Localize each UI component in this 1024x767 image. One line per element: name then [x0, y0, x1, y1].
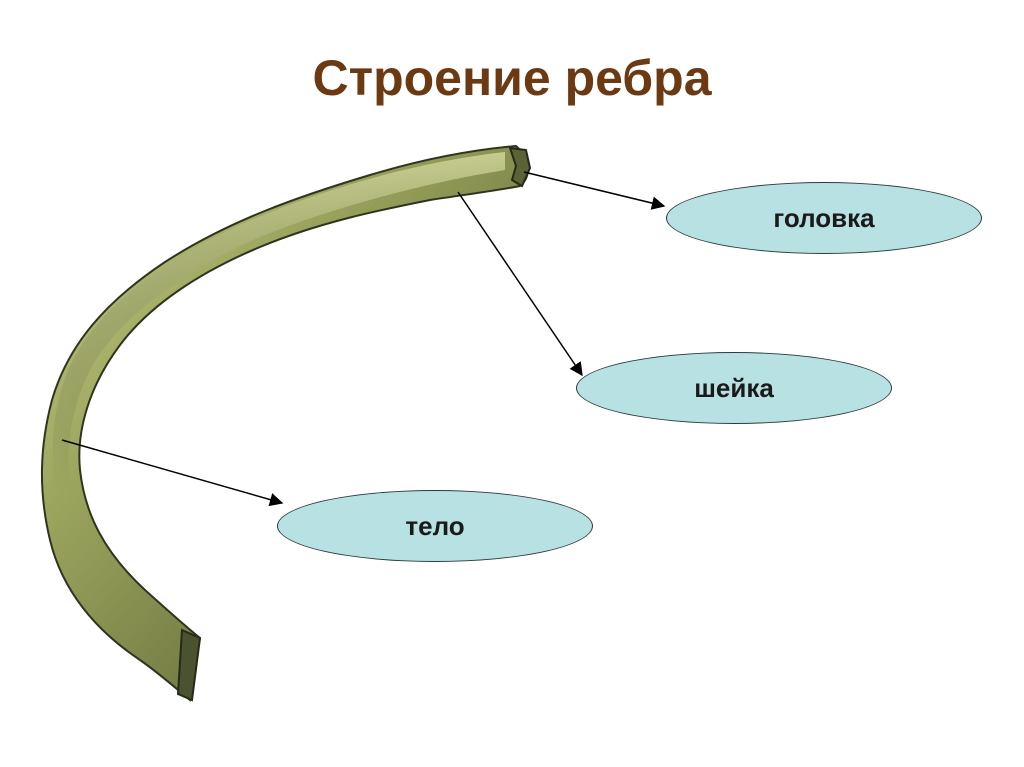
rib-body-end — [176, 628, 202, 702]
pointer-head — [523, 171, 666, 210]
rib-bone — [41, 144, 532, 702]
rib-highlight — [52, 152, 506, 490]
pointer-body — [61, 439, 284, 507]
pointer-neck — [457, 191, 583, 377]
slide-title: Строение ребра — [312, 50, 712, 106]
label-head: головка — [666, 182, 982, 254]
rib-shaft — [41, 144, 529, 702]
rib-head-end — [508, 146, 532, 188]
label-neck: шейка — [576, 352, 892, 424]
label-body: тело — [277, 490, 593, 562]
